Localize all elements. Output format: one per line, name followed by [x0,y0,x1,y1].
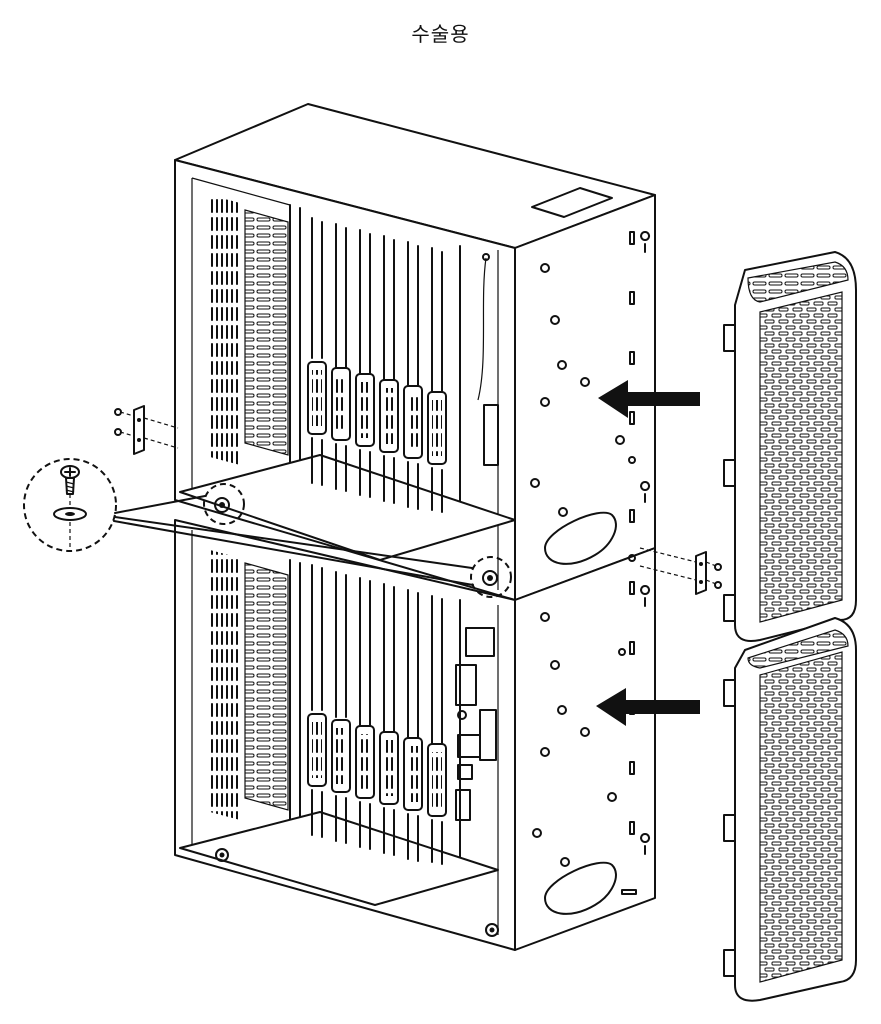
screw-callout [23,458,512,598]
main-board [455,627,497,821]
lower-handle-cutout [544,861,617,915]
upper-cabinet [174,103,656,601]
screw-icon [60,465,80,495]
left-bracket [114,405,179,455]
lower-louver-panel [244,562,289,811]
side-cover-lower [723,617,857,1002]
top-label-plate [531,187,613,218]
callout-target-left [203,483,245,525]
lower-cabinet-side [514,547,656,951]
lower-card-row [307,564,447,865]
side-cover-upper [723,251,857,642]
arrow-icon-upper [598,380,700,418]
floor-screw-right [482,570,498,586]
lower-cabinet-floor [179,811,499,906]
upper-louver-panel [244,209,289,456]
lower-left-vent [210,550,240,820]
upper-left-vent [210,195,240,465]
lower-cabinet [174,519,656,951]
upper-handle-cutout [544,511,617,565]
upper-card-row [307,217,447,513]
right-bracket [628,547,722,595]
floor-screw-left [214,497,230,513]
callout-target-right [470,556,512,598]
diagram-title: 수술용 [411,22,470,46]
washer-icon [53,507,87,521]
arrow-icon-lower [596,688,700,726]
upper-cabinet-floor [179,454,516,561]
